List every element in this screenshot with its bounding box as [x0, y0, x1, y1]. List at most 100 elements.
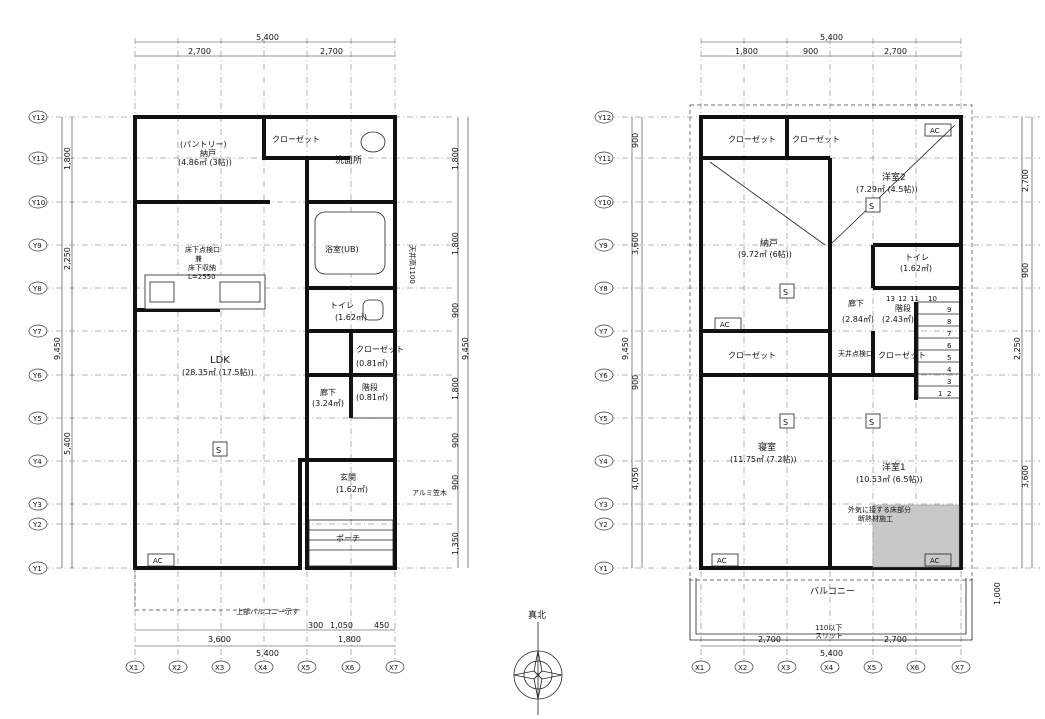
- x-grid-bubbles-floor1: X1 X2 X3 X4 X5 X6 X7: [125, 660, 405, 674]
- svg-text:Y6: Y6: [32, 372, 42, 380]
- ac-label-2f-1: AC: [720, 321, 730, 329]
- ceiling-height-label: 天井高1100: [408, 245, 417, 284]
- ceiling-hatch-label: 天井点検口: [838, 349, 873, 358]
- closet-a-label: クローゼット: [728, 134, 776, 144]
- svg-text:X2: X2: [172, 664, 181, 672]
- svg-text:11: 11: [910, 295, 919, 303]
- closet2-label: クローゼット: [356, 344, 404, 354]
- insulation-note-2: 断熱材施工: [858, 514, 893, 523]
- outlet-s-icon: S: [783, 288, 788, 297]
- svg-text:900: 900: [451, 303, 460, 318]
- svg-text:X1: X1: [129, 664, 138, 672]
- svg-text:Y4: Y4: [32, 458, 42, 466]
- svg-text:12: 12: [898, 295, 907, 303]
- svg-text:900: 900: [631, 375, 640, 390]
- floor-1-plan: 5,400 2,700 2,700 Y12: [28, 33, 470, 674]
- closet-label-1f: クローゼット: [272, 134, 320, 144]
- svg-text:Y1: Y1: [32, 565, 42, 573]
- stairs-label-2f: 階段: [895, 303, 911, 313]
- svg-text:1,800: 1,800: [735, 47, 758, 56]
- svg-text:Y5: Y5: [32, 415, 42, 423]
- svg-text:X5: X5: [301, 664, 310, 672]
- svg-text:5,400: 5,400: [820, 33, 843, 42]
- svg-text:1,800: 1,800: [451, 377, 460, 400]
- svg-text:Y12: Y12: [31, 114, 45, 122]
- svg-text:900: 900: [451, 475, 460, 490]
- svg-text:Y10: Y10: [597, 199, 611, 207]
- ac-label-1f: AC: [153, 557, 163, 565]
- bedroom-label: 寝室: [758, 441, 776, 453]
- svg-text:3,600: 3,600: [208, 635, 231, 644]
- svg-text:7: 7: [947, 330, 951, 338]
- slit-note-2: スリット: [815, 632, 843, 640]
- svg-text:Y8: Y8: [598, 285, 608, 293]
- ac-label-2f-3: AC: [717, 557, 727, 565]
- hatch-note-3: 床下収納: [188, 263, 216, 272]
- pantry-title: 納戸: [200, 148, 216, 158]
- svg-text:5,400: 5,400: [256, 649, 279, 658]
- y-grid-bubbles-floor2: Y12 Y11 Y10 Y9 Y8 Y7 Y6 Y5 Y4 Y3 Y2 Y1: [594, 110, 614, 575]
- hatch-note-4: L=2550: [188, 273, 216, 281]
- room1-area: (10.53㎡ (6.5帖)): [856, 474, 923, 484]
- stairs-area-2f: (2.43㎡): [882, 315, 914, 324]
- svg-text:X7: X7: [955, 664, 964, 672]
- toilet-area-1f: (1.62㎡): [335, 313, 367, 322]
- svg-text:Y3: Y3: [32, 501, 42, 509]
- svg-text:6: 6: [947, 342, 952, 350]
- svg-text:1,800: 1,800: [451, 147, 460, 170]
- svg-text:450: 450: [374, 621, 389, 630]
- svg-text:1,800: 1,800: [451, 232, 460, 255]
- room2-area: (7.29㎡ (4.5帖)): [856, 184, 918, 194]
- y-grid-bubbles-floor1: Y12 Y11 Y10 Y9 Y8 Y7 Y6 Y5 Y4 Y3 Y2 Y1: [28, 110, 48, 575]
- storage-label-2f: 納戸: [760, 237, 778, 249]
- north-compass: 真北: [513, 609, 563, 715]
- svg-text:1,050: 1,050: [330, 621, 353, 630]
- svg-text:8: 8: [947, 318, 951, 326]
- svg-text:Y8: Y8: [32, 285, 42, 293]
- svg-text:Y9: Y9: [598, 242, 608, 250]
- svg-text:Y7: Y7: [32, 328, 42, 336]
- svg-text:1,800: 1,800: [338, 635, 361, 644]
- svg-text:2,700: 2,700: [884, 635, 907, 644]
- svg-text:Y11: Y11: [597, 155, 611, 163]
- svg-text:Y9: Y9: [32, 242, 42, 250]
- svg-text:Y10: Y10: [31, 199, 45, 207]
- svg-text:3,600: 3,600: [631, 232, 640, 255]
- aluminum-label: アルミ笠木: [412, 488, 447, 497]
- closet2-area: (0.81㎡): [356, 359, 388, 368]
- hall-label-2f: 廊下: [848, 298, 864, 308]
- toilet-area-2f: (1.62㎡): [900, 264, 932, 273]
- svg-text:X1: X1: [695, 664, 704, 672]
- svg-text:3: 3: [947, 378, 951, 386]
- svg-text:X2: X2: [738, 664, 747, 672]
- slit-note-1: 110以下: [815, 624, 842, 632]
- closet-d-label: クローゼット: [878, 350, 926, 360]
- room2-label: 洋室2: [882, 171, 906, 183]
- x-grid-bubbles-floor2: X1 X2 X3 X4 X5 X6 X7: [691, 660, 971, 674]
- toilet-label-2f: トイレ: [905, 253, 929, 262]
- svg-text:Y4: Y4: [598, 458, 608, 466]
- toilet-label-1f: トイレ: [330, 301, 354, 310]
- dim-total-top: 5,400: [256, 33, 279, 42]
- svg-text:900: 900: [803, 47, 818, 56]
- floor-2-plan: 5,400 1,800 900 2,700 Y1 2: [594, 33, 1040, 674]
- dim-1800-left: 1,800: [63, 147, 72, 170]
- outlet-s-icon: S: [869, 418, 874, 427]
- svg-text:4: 4: [947, 366, 952, 374]
- svg-text:2,700: 2,700: [758, 635, 781, 644]
- svg-text:X4: X4: [824, 664, 834, 672]
- stairs-area-1f: (0.81㎡): [356, 393, 388, 402]
- dim-half-top-left: 2,700: [188, 47, 211, 56]
- svg-text:2: 2: [947, 390, 951, 398]
- hall-area-2f: (2.84㎡): [842, 315, 874, 324]
- svg-text:900: 900: [1021, 263, 1030, 278]
- balcony-label: バルコニー: [810, 586, 855, 597]
- svg-text:X4: X4: [258, 664, 268, 672]
- hatch-note-2: 兼: [195, 254, 202, 263]
- svg-text:Y1: Y1: [598, 565, 608, 573]
- svg-text:5: 5: [947, 354, 951, 362]
- svg-text:X7: X7: [389, 664, 398, 672]
- hall-label-1f: 廊下: [320, 387, 336, 397]
- dim-2250-left: 2,250: [63, 247, 72, 270]
- closet-b-label: クローゼット: [792, 134, 840, 144]
